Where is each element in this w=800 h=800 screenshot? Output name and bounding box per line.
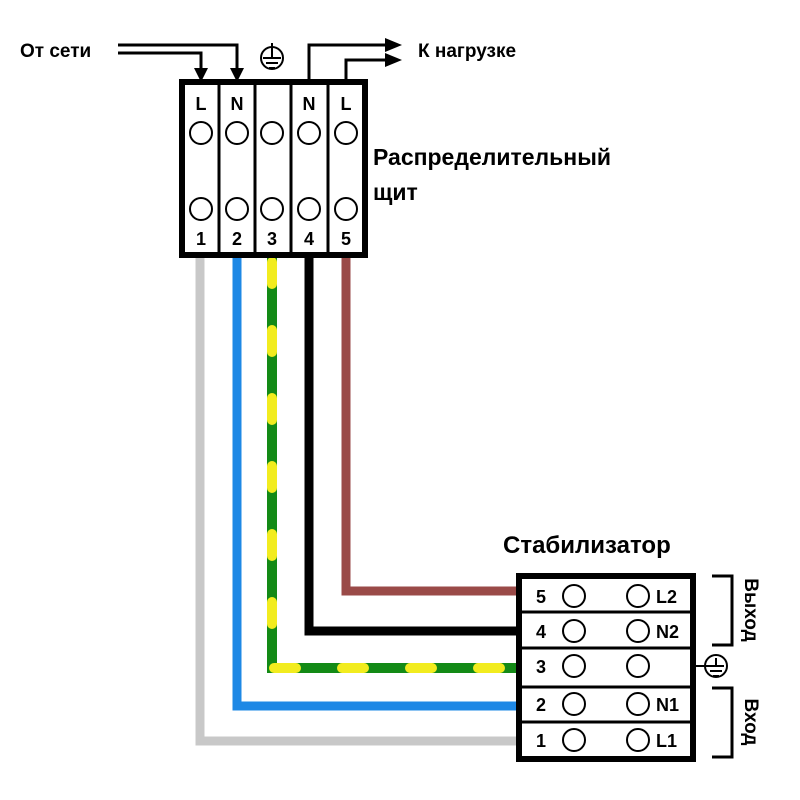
wire-1 [195, 255, 519, 746]
stabilizer-block: 5 4 3 2 1 L2 N2 N1 L1 [516, 573, 696, 762]
terminal-label: L1 [656, 731, 677, 751]
panel-frame [179, 79, 368, 258]
grid-line-l [118, 43, 239, 68]
terminal-bottom-5 [334, 197, 358, 221]
terminal-bottom-1 [189, 197, 213, 221]
arrow-icon [385, 53, 402, 67]
arrow-icon [385, 38, 402, 52]
arrow-icon [230, 68, 244, 82]
row-number: 3 [536, 657, 546, 677]
terminal [626, 728, 650, 752]
stabilizer-frame [516, 573, 696, 762]
terminal [562, 584, 586, 608]
terminal-bottom-3 [260, 197, 284, 221]
grid-line-n [118, 51, 203, 68]
row-number: 4 [536, 622, 546, 642]
terminal [626, 692, 650, 716]
terminal-label: N2 [656, 622, 679, 642]
terminal-top-2 [225, 121, 249, 145]
load-line-n [307, 43, 385, 82]
terminal-bottom-4 [297, 197, 321, 221]
load-line-l [344, 58, 385, 82]
panel-bottom-labels: 1 2 3 4 5 [196, 229, 351, 249]
stabilizer-terminals [562, 584, 650, 752]
arrow-icon [194, 68, 208, 82]
input-label: Вход [740, 699, 761, 746]
row-number: 1 [536, 731, 546, 751]
terminal-label: N1 [656, 695, 679, 715]
input-bracket [712, 686, 734, 759]
wire-3-stripes [267, 257, 524, 673]
terminal [562, 692, 586, 716]
terminal [562, 728, 586, 752]
terminal-top-5 [334, 121, 358, 145]
wire-5 [341, 255, 519, 596]
stabilizer-row-numbers: 5 4 3 2 1 [536, 587, 546, 751]
panel-bottom-label: 5 [341, 229, 351, 249]
ground-icon [693, 654, 728, 678]
panel-top-label: L [196, 94, 207, 114]
panel-bottom-label: 3 [267, 229, 277, 249]
panel-bottom-label: 1 [196, 229, 206, 249]
output-label: Выход [740, 578, 761, 641]
panel-top-label: N [303, 94, 316, 114]
row-number: 2 [536, 695, 546, 715]
panel-bottom-label: 2 [232, 229, 242, 249]
wire-4 [304, 255, 519, 636]
from-grid-label: От сети [20, 41, 91, 62]
panel-dividers [217, 82, 330, 255]
terminal [562, 619, 586, 643]
panel-terminals [189, 121, 358, 221]
distribution-panel: L N N L 1 2 3 4 5 [179, 79, 368, 258]
row-number: 5 [536, 587, 546, 607]
terminal-bottom-2 [225, 197, 249, 221]
ground-icon [260, 43, 284, 70]
terminal [626, 619, 650, 643]
terminal [626, 654, 650, 678]
terminal-top-4 [297, 121, 321, 145]
output-bracket [712, 574, 734, 647]
terminal-label: L2 [656, 587, 677, 607]
wire-2 [232, 255, 519, 711]
terminal-top-3 [260, 121, 284, 145]
panel-top-label: L [341, 94, 352, 114]
terminal-top-1 [189, 121, 213, 145]
wires [195, 255, 524, 746]
terminal [626, 584, 650, 608]
panel-top-label: N [231, 94, 244, 114]
supply-lines [118, 43, 385, 82]
terminal [562, 654, 586, 678]
panel-bottom-label: 4 [304, 229, 314, 249]
panel-top-labels: L N N L [196, 94, 352, 114]
stabilizer-dividers [519, 610, 693, 724]
arrow-heads [194, 38, 402, 82]
stabilizer-terminal-labels: L2 N2 N1 L1 [656, 587, 679, 751]
to-load-label: К нагрузке [418, 41, 516, 62]
stabilizer-title: Стабилизатор [503, 532, 671, 559]
panel-title-line2: щит [373, 179, 418, 205]
panel-title: Распределительный [373, 144, 611, 170]
